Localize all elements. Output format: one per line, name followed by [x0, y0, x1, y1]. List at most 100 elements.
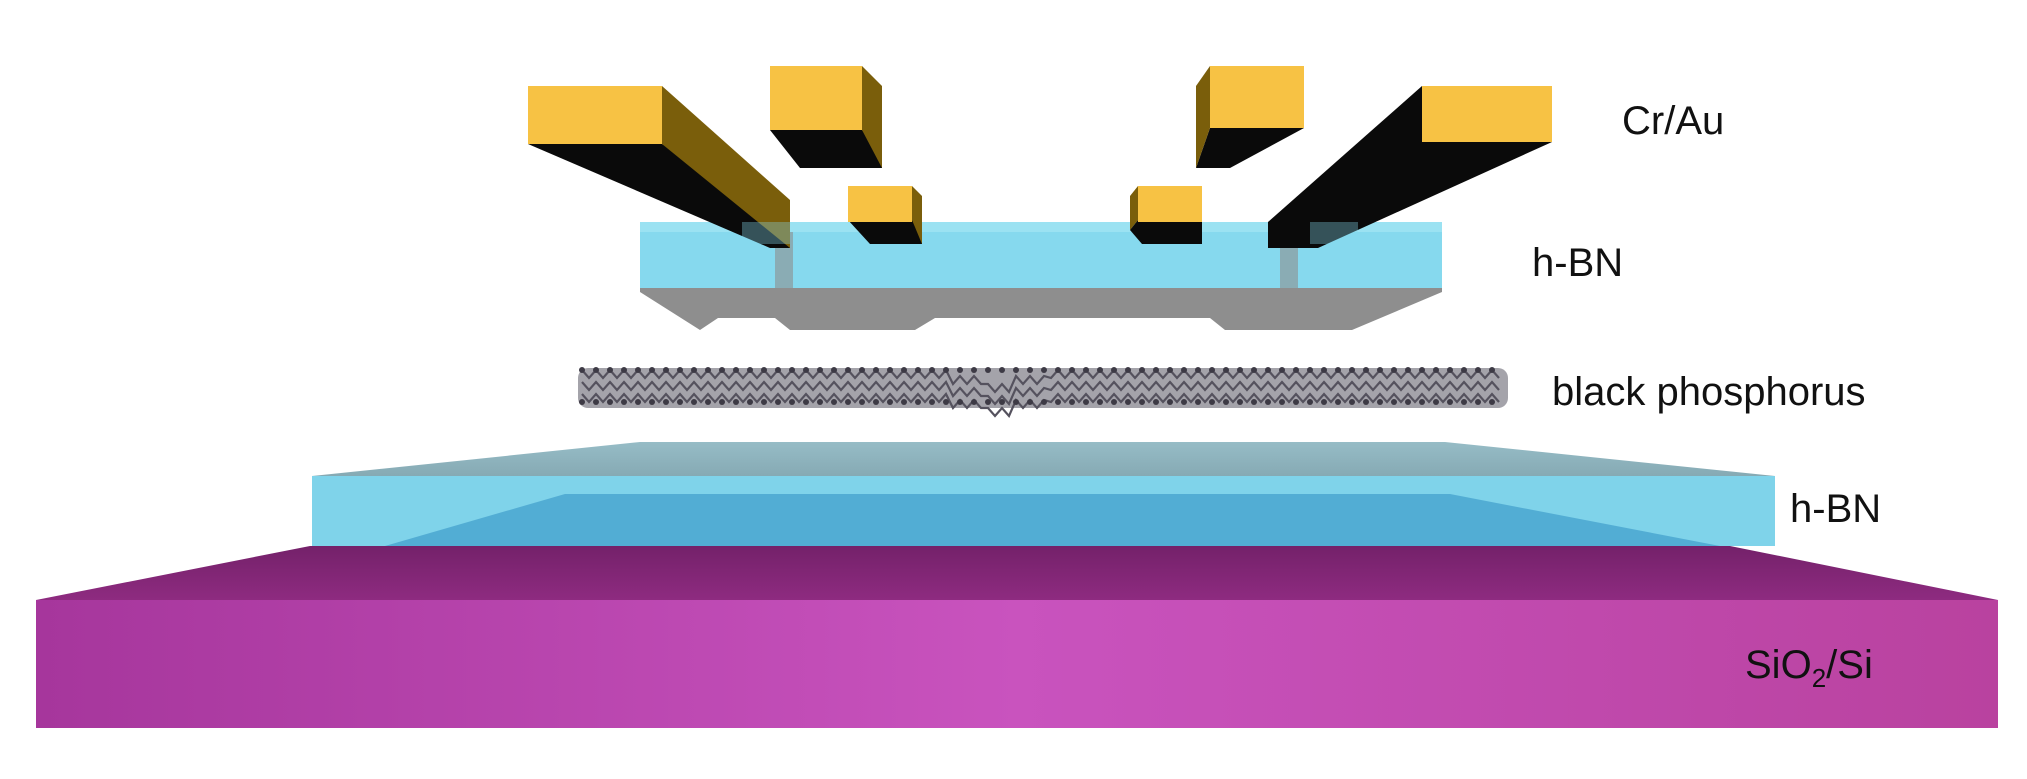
label-sio2-si-tail: /Si [1826, 643, 1873, 687]
black-phosphorus-atom [649, 367, 655, 373]
black-phosphorus-atom [1181, 399, 1187, 405]
black-phosphorus-atom [1055, 367, 1061, 373]
black-phosphorus-atom [1013, 367, 1019, 373]
black-phosphorus-atom [621, 399, 627, 405]
black-phosphorus-atom [971, 399, 977, 405]
substrate-layer [36, 546, 1998, 728]
black-phosphorus-atom [789, 367, 795, 373]
black-phosphorus-atom [1153, 367, 1159, 373]
black-phosphorus-atom [1055, 399, 1061, 405]
black-phosphorus-atom [1181, 367, 1187, 373]
black-phosphorus-atom [789, 399, 795, 405]
black-phosphorus-atom [1391, 367, 1397, 373]
black-phosphorus-atom [775, 367, 781, 373]
black-phosphorus-atom [1349, 399, 1355, 405]
black-phosphorus-atom [1195, 399, 1201, 405]
black-phosphorus-atom [1237, 399, 1243, 405]
black-phosphorus-atom [635, 367, 641, 373]
black-phosphorus-atom [705, 367, 711, 373]
black-phosphorus-atom [1433, 367, 1439, 373]
label-sio2-si-subscript: 2 [1812, 663, 1826, 693]
black-phosphorus-atom [859, 399, 865, 405]
black-phosphorus-atom [1195, 367, 1201, 373]
black-phosphorus-atom [1097, 399, 1103, 405]
label-hbn-bottom: h-BN [1790, 489, 1881, 529]
black-phosphorus-atom [1083, 399, 1089, 405]
black-phosphorus-atom [1041, 399, 1047, 405]
black-phosphorus-atom [1377, 399, 1383, 405]
black-phosphorus-atom [1027, 399, 1033, 405]
black-phosphorus-atom [761, 399, 767, 405]
black-phosphorus-atom [1125, 399, 1131, 405]
black-phosphorus-atom [1293, 367, 1299, 373]
black-phosphorus-atom [1363, 367, 1369, 373]
black-phosphorus-atom [1223, 367, 1229, 373]
black-phosphorus-atom [621, 367, 627, 373]
hbn-bottom-layer [312, 442, 1775, 546]
black-phosphorus-atom [1293, 399, 1299, 405]
black-phosphorus-atom [1307, 367, 1313, 373]
black-phosphorus-atom [887, 367, 893, 373]
black-phosphorus-atom [775, 399, 781, 405]
black-phosphorus-atom [1209, 367, 1215, 373]
black-phosphorus-atom [747, 399, 753, 405]
black-phosphorus-atom [747, 367, 753, 373]
black-phosphorus-atom [1251, 399, 1257, 405]
black-phosphorus-atom [929, 399, 935, 405]
black-phosphorus-atom [915, 367, 921, 373]
black-phosphorus-atom [1139, 367, 1145, 373]
hbn-bottom-top-face [312, 442, 1775, 476]
black-phosphorus-atom [1419, 399, 1425, 405]
black-phosphorus-atom [1321, 399, 1327, 405]
black-phosphorus-atom [1223, 399, 1229, 405]
black-phosphorus-atom [873, 399, 879, 405]
black-phosphorus-atom [1419, 367, 1425, 373]
black-phosphorus-atom [1251, 367, 1257, 373]
black-phosphorus-atom [999, 399, 1005, 405]
black-phosphorus-atom [1349, 367, 1355, 373]
black-phosphorus-atom [845, 367, 851, 373]
contact-tiny-inner-right [1130, 186, 1202, 244]
black-phosphorus-atom [691, 399, 697, 405]
black-phosphorus-atom [733, 399, 739, 405]
black-phosphorus-atom [1013, 399, 1019, 405]
black-phosphorus-atom [1461, 367, 1467, 373]
black-phosphorus-atom [593, 367, 599, 373]
black-phosphorus-atom [1097, 367, 1103, 373]
black-phosphorus-atom [579, 367, 585, 373]
black-phosphorus-atom [1209, 399, 1215, 405]
black-phosphorus-atom [719, 367, 725, 373]
contacts-layer [528, 66, 1552, 248]
label-sio2-si: SiO2/Si [1745, 645, 1873, 685]
black-phosphorus-atom [901, 367, 907, 373]
black-phosphorus-atom [943, 399, 949, 405]
black-phosphorus-atom [1265, 367, 1271, 373]
black-phosphorus-atom [691, 367, 697, 373]
black-phosphorus-atom [859, 367, 865, 373]
black-phosphorus-atom [1405, 367, 1411, 373]
black-phosphorus-layer [578, 367, 1508, 416]
black-phosphorus-atom [1167, 367, 1173, 373]
black-phosphorus-atom [957, 399, 963, 405]
black-phosphorus-atom [831, 399, 837, 405]
black-phosphorus-atom [1475, 367, 1481, 373]
black-phosphorus-atom [1363, 399, 1369, 405]
black-phosphorus-atom [663, 367, 669, 373]
black-phosphorus-atom [845, 399, 851, 405]
black-phosphorus-atom [649, 399, 655, 405]
black-phosphorus-atom [1447, 399, 1453, 405]
black-phosphorus-atom [1335, 399, 1341, 405]
black-phosphorus-atom [1307, 399, 1313, 405]
black-phosphorus-atom [1111, 367, 1117, 373]
black-phosphorus-atom [929, 367, 935, 373]
black-phosphorus-atom [607, 367, 613, 373]
black-phosphorus-atom [719, 399, 725, 405]
black-phosphorus-atom [677, 367, 683, 373]
black-phosphorus-atom [593, 399, 599, 405]
black-phosphorus-atom [1069, 399, 1075, 405]
hbn-overlap-tint-left [742, 222, 790, 244]
substrate-top-face [36, 546, 1998, 600]
black-phosphorus-atom [1377, 367, 1383, 373]
black-phosphorus-atom [901, 399, 907, 405]
black-phosphorus-atom [1167, 399, 1173, 405]
